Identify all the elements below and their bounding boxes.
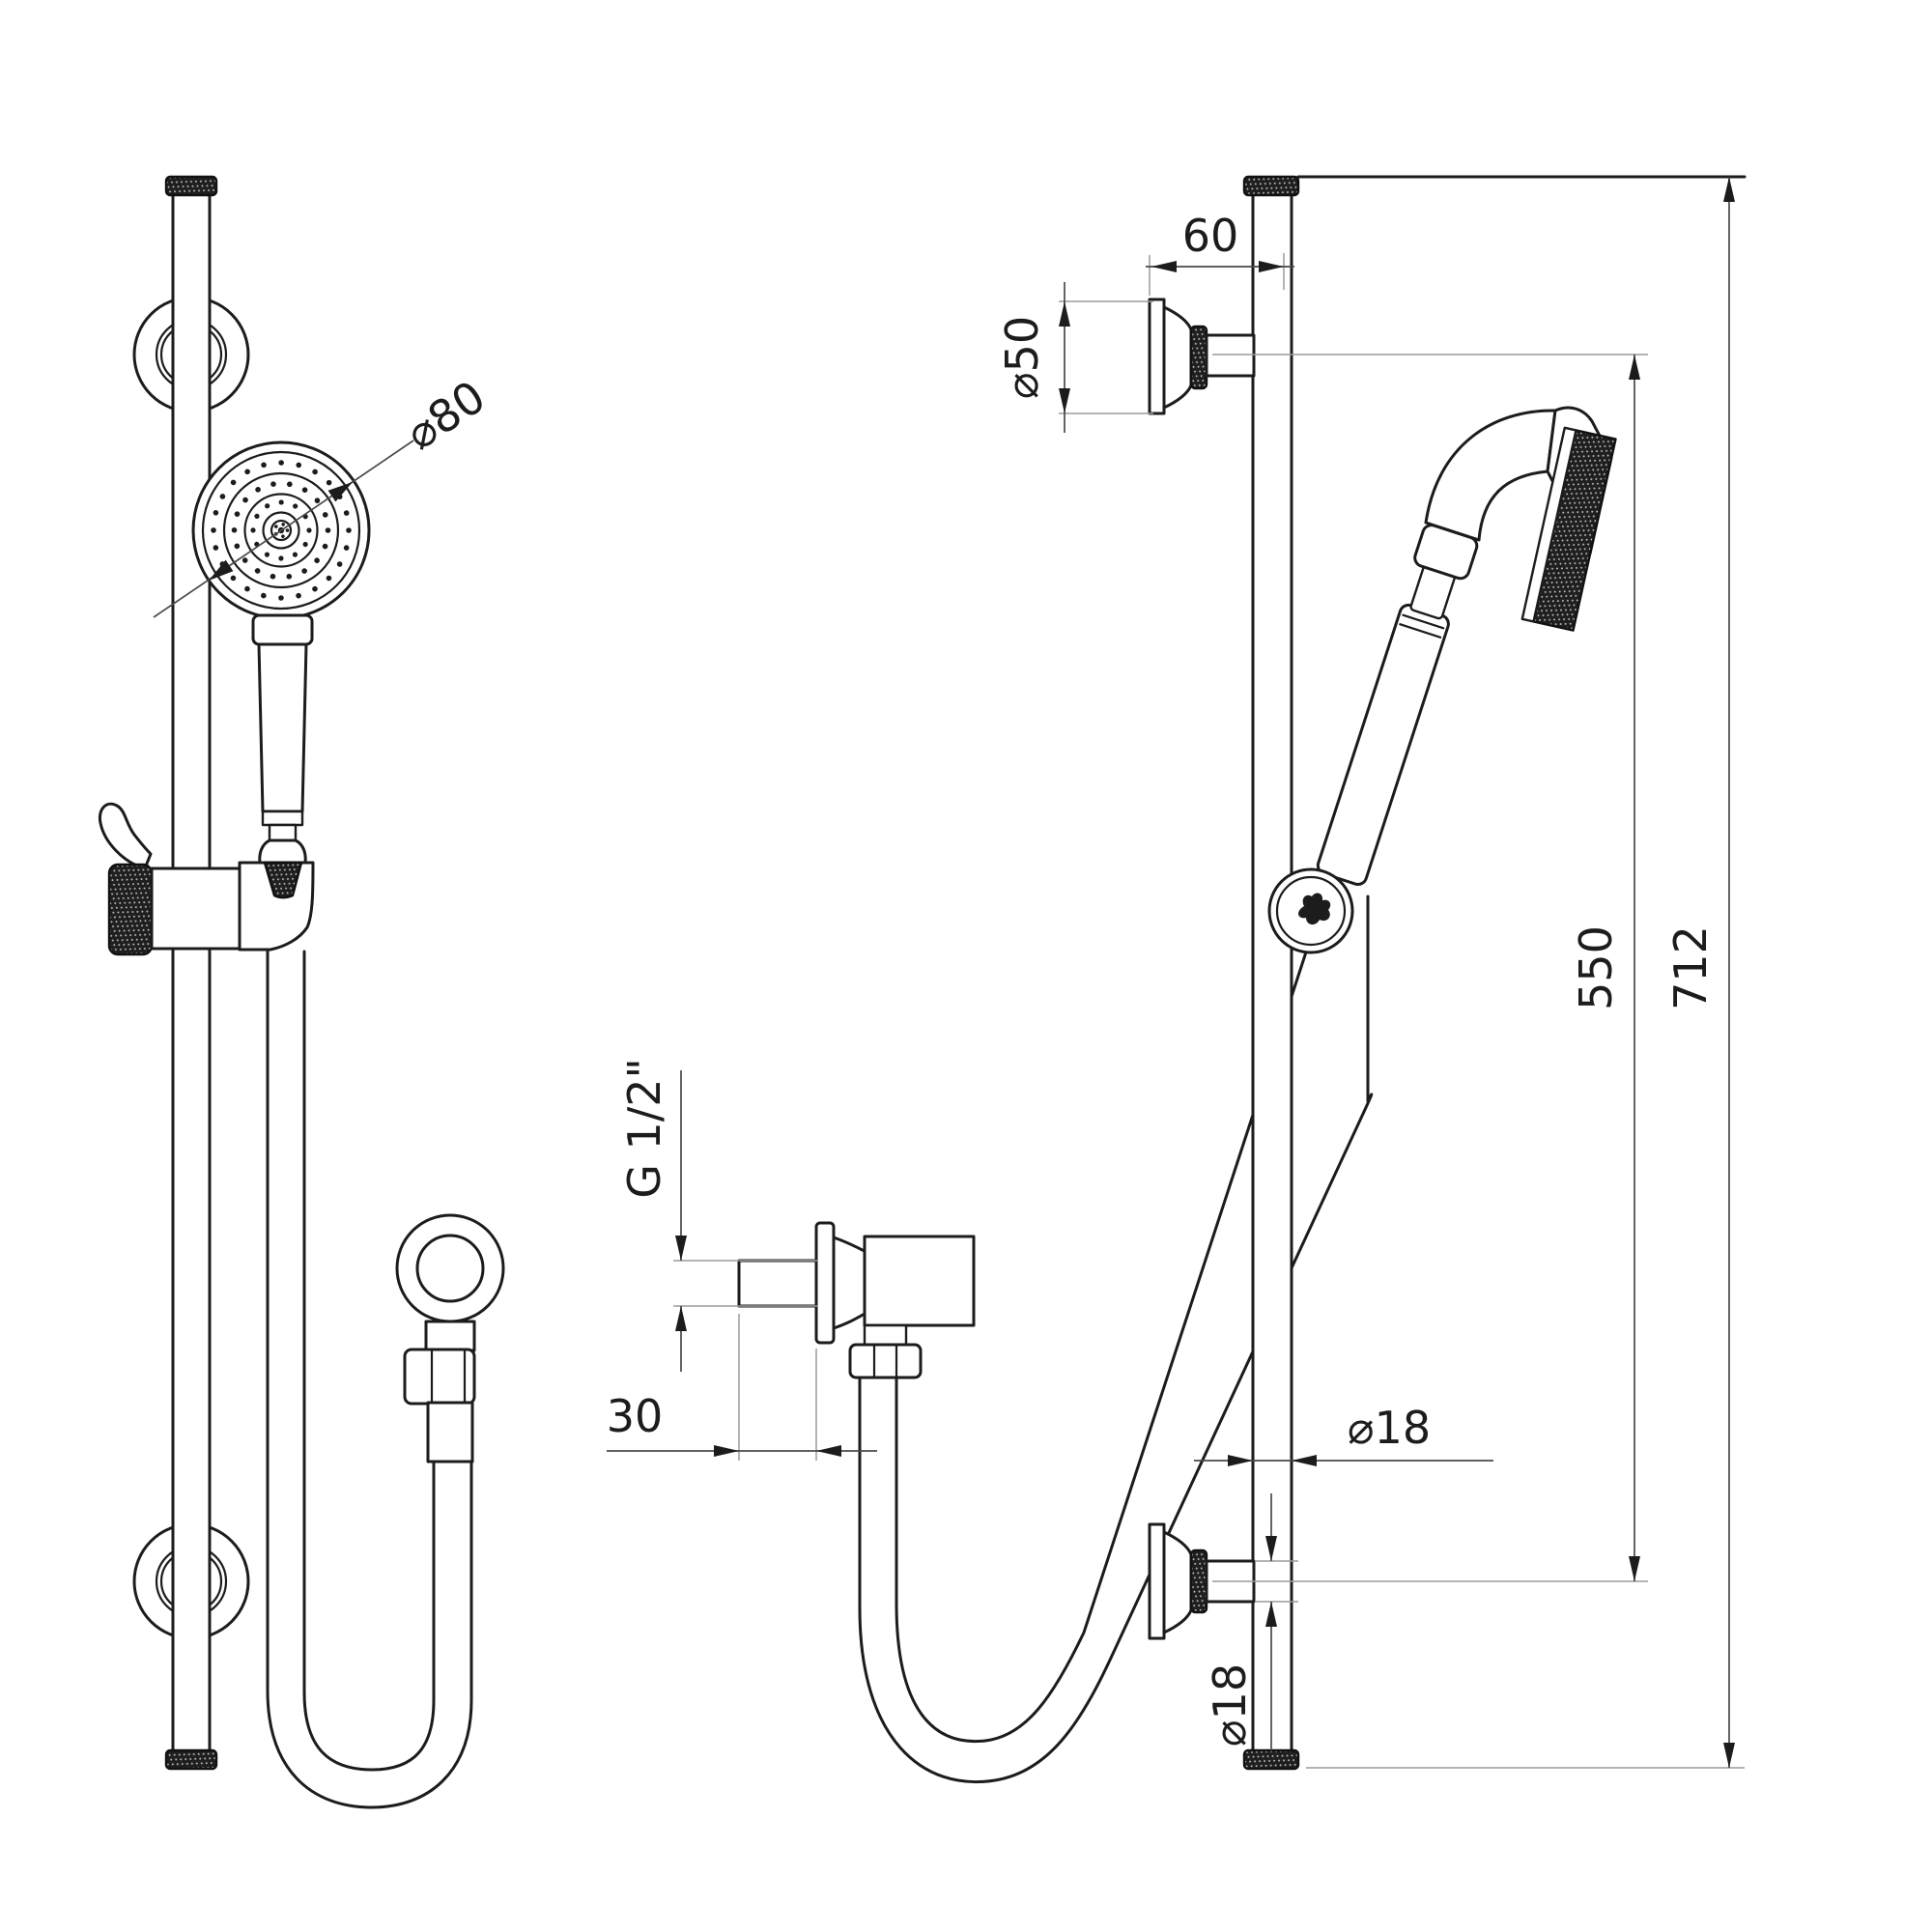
dim-bracket-spacing: 550	[1212, 354, 1648, 1582]
shower-hose-front	[266, 950, 473, 1809]
extension-lines	[1059, 300, 1153, 414]
side-view	[737, 175, 1617, 1784]
extension-lines	[1255, 1560, 1298, 1603]
gooseneck	[1424, 409, 1557, 542]
hose-fitting	[395, 1213, 505, 1463]
arrowheads	[1228, 1455, 1317, 1466]
extension-lines	[1212, 354, 1648, 1582]
dim-thread-label: G 1/2"	[618, 1058, 670, 1198]
dim-inlet-thread: G 1/2"	[618, 1058, 817, 1372]
release-lever	[98, 802, 153, 870]
outlet-bell	[832, 1236, 867, 1330]
bracket-flange	[1148, 298, 1166, 415]
shower-hose-side	[858, 895, 1374, 1784]
outlet-hose-nut	[848, 1343, 923, 1379]
fitting-eyelet-inner	[415, 1234, 485, 1303]
handle-group	[1316, 524, 1479, 886]
extension-lines	[673, 1260, 817, 1307]
bracket-neck	[1205, 333, 1256, 378]
head-collar	[251, 613, 314, 646]
dim-80-label: ⌀80	[396, 370, 495, 460]
slider-bracket-front	[98, 802, 315, 956]
bracket-cone	[1162, 305, 1193, 410]
outlet-body	[863, 1235, 976, 1327]
arrowheads	[1265, 1536, 1277, 1627]
rail-edges	[171, 193, 212, 1752]
rail-body	[173, 195, 210, 1750]
slider-knob-inner	[1275, 875, 1347, 947]
handshower-handle-front	[251, 613, 314, 865]
dim-550-label: 550	[1570, 925, 1622, 1010]
rail-body	[1253, 195, 1292, 1750]
bracket-cone	[1162, 1530, 1193, 1634]
handshower-side	[1267, 406, 1617, 954]
dimension-line	[153, 440, 414, 618]
dim-30-label: 30	[607, 1390, 664, 1442]
dim-bracket-neck-diameter: ⌀18	[1204, 1493, 1298, 1750]
brand-logo-mark	[1298, 893, 1331, 925]
extension-lines	[738, 1314, 817, 1461]
nut-facet-lines	[430, 1349, 467, 1405]
head-face-rim	[1520, 426, 1577, 623]
handle-neck	[268, 823, 298, 842]
wall-bracket-bottom-side	[1148, 1522, 1256, 1640]
handle-flare	[258, 838, 307, 865]
hose-inner-edge	[302, 950, 436, 1772]
hose-outer-edge	[266, 950, 473, 1809]
wall-outlet-elbow	[737, 1221, 976, 1379]
dim-18-neck-label: ⌀18	[1204, 1663, 1256, 1747]
rail-edges	[1251, 193, 1293, 1752]
dimensions: 60 ⌀50 ⌀80 G 1/2" 30	[153, 175, 1747, 1769]
extension-lines	[1149, 253, 1285, 296]
handle-grooves	[1399, 613, 1445, 639]
hose-inner-edge	[895, 921, 1318, 1744]
rail-side	[1242, 175, 1300, 1771]
rail-cap-bottom	[164, 1748, 218, 1771]
dim-overall-length: 712	[1296, 175, 1747, 1769]
rail-cap-top	[164, 175, 218, 197]
dim-outlet-projection: 30	[607, 1314, 877, 1461]
outlet-wall-flange	[814, 1221, 836, 1345]
dim-rail-diameter: ⌀18	[1194, 1402, 1493, 1466]
fitting-tube	[426, 1401, 474, 1463]
rail-cap-bottom	[1242, 1748, 1300, 1771]
dim-18-rail-label: ⌀18	[1348, 1402, 1431, 1454]
face-circle-3	[262, 511, 300, 550]
dim-712-label: 712	[1664, 925, 1717, 1010]
fitting-neck	[424, 1320, 476, 1352]
slider-body	[150, 867, 242, 951]
nozzle-ring-middle	[231, 480, 331, 581]
handle-grip	[257, 642, 308, 813]
bracket-knurl-band	[1189, 325, 1208, 390]
nut-facet-lines	[872, 1344, 898, 1378]
dim-60-label: 60	[1182, 210, 1239, 262]
nozzle-ring-outer	[211, 460, 352, 601]
slider-lock-knob	[107, 863, 154, 956]
center-nozzles	[272, 522, 290, 539]
dim-flange-diameter: ⌀50	[996, 282, 1153, 433]
face-circle-2	[243, 493, 319, 568]
face-circle-1	[222, 471, 340, 589]
center-cap	[270, 519, 293, 542]
handle-knurled-end	[263, 861, 303, 899]
rail-front	[164, 175, 218, 1771]
arrowheads	[1059, 301, 1070, 413]
wall-bracket-top-side	[1148, 298, 1256, 415]
dim-bracket-projection: 60	[1146, 210, 1294, 296]
arrowheads	[209, 482, 353, 581]
head-rim-inner	[201, 450, 361, 611]
handle-grip	[1316, 603, 1450, 886]
rail-cap-top	[1242, 175, 1300, 197]
outlet-thread-nipple	[737, 1259, 818, 1308]
hose-outer-edge	[858, 895, 1374, 1784]
bracket-knurl-band	[1189, 1548, 1208, 1614]
arrowheads	[675, 1236, 687, 1331]
bracket-flange	[1148, 1522, 1166, 1640]
handle-groove-band	[261, 810, 304, 827]
nozzle-ring-inner	[250, 499, 312, 561]
dim-50-label: ⌀50	[996, 316, 1048, 399]
